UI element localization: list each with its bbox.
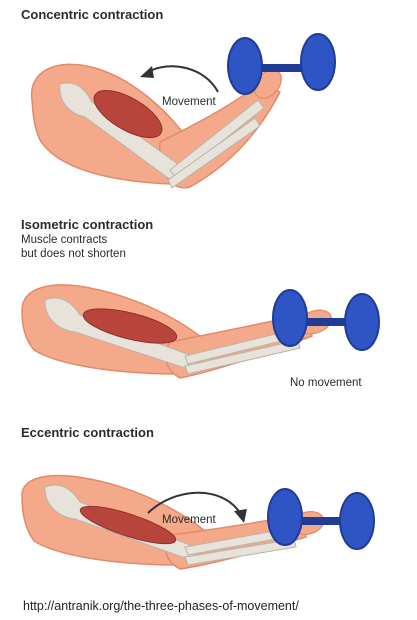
concentric-movement-label: Movement	[162, 96, 216, 108]
eccentric-title: Eccentric contraction	[21, 425, 154, 440]
movement-arrow	[148, 66, 218, 92]
isometric-no-movement-label: No movement	[290, 377, 362, 389]
dumbbell	[228, 34, 335, 94]
isometric-subtitle-line-1: Muscle contracts	[21, 233, 107, 247]
concentric-figure: Movement	[0, 22, 417, 212]
eccentric-movement-label: Movement	[162, 514, 216, 526]
dumbbell	[268, 489, 374, 549]
concentric-title: Concentric contraction	[21, 7, 163, 22]
source-url: http://antranik.org/the-three-phases-of-…	[23, 599, 299, 613]
eccentric-figure: Movement	[0, 465, 417, 595]
isometric-subtitle-line-2: but does not shorten	[21, 247, 126, 261]
arrowhead	[140, 66, 154, 78]
isometric-title: Isometric contraction	[21, 217, 153, 232]
arrowhead	[234, 509, 247, 523]
isometric-figure: No movement	[0, 270, 417, 410]
dumbbell	[273, 290, 379, 350]
